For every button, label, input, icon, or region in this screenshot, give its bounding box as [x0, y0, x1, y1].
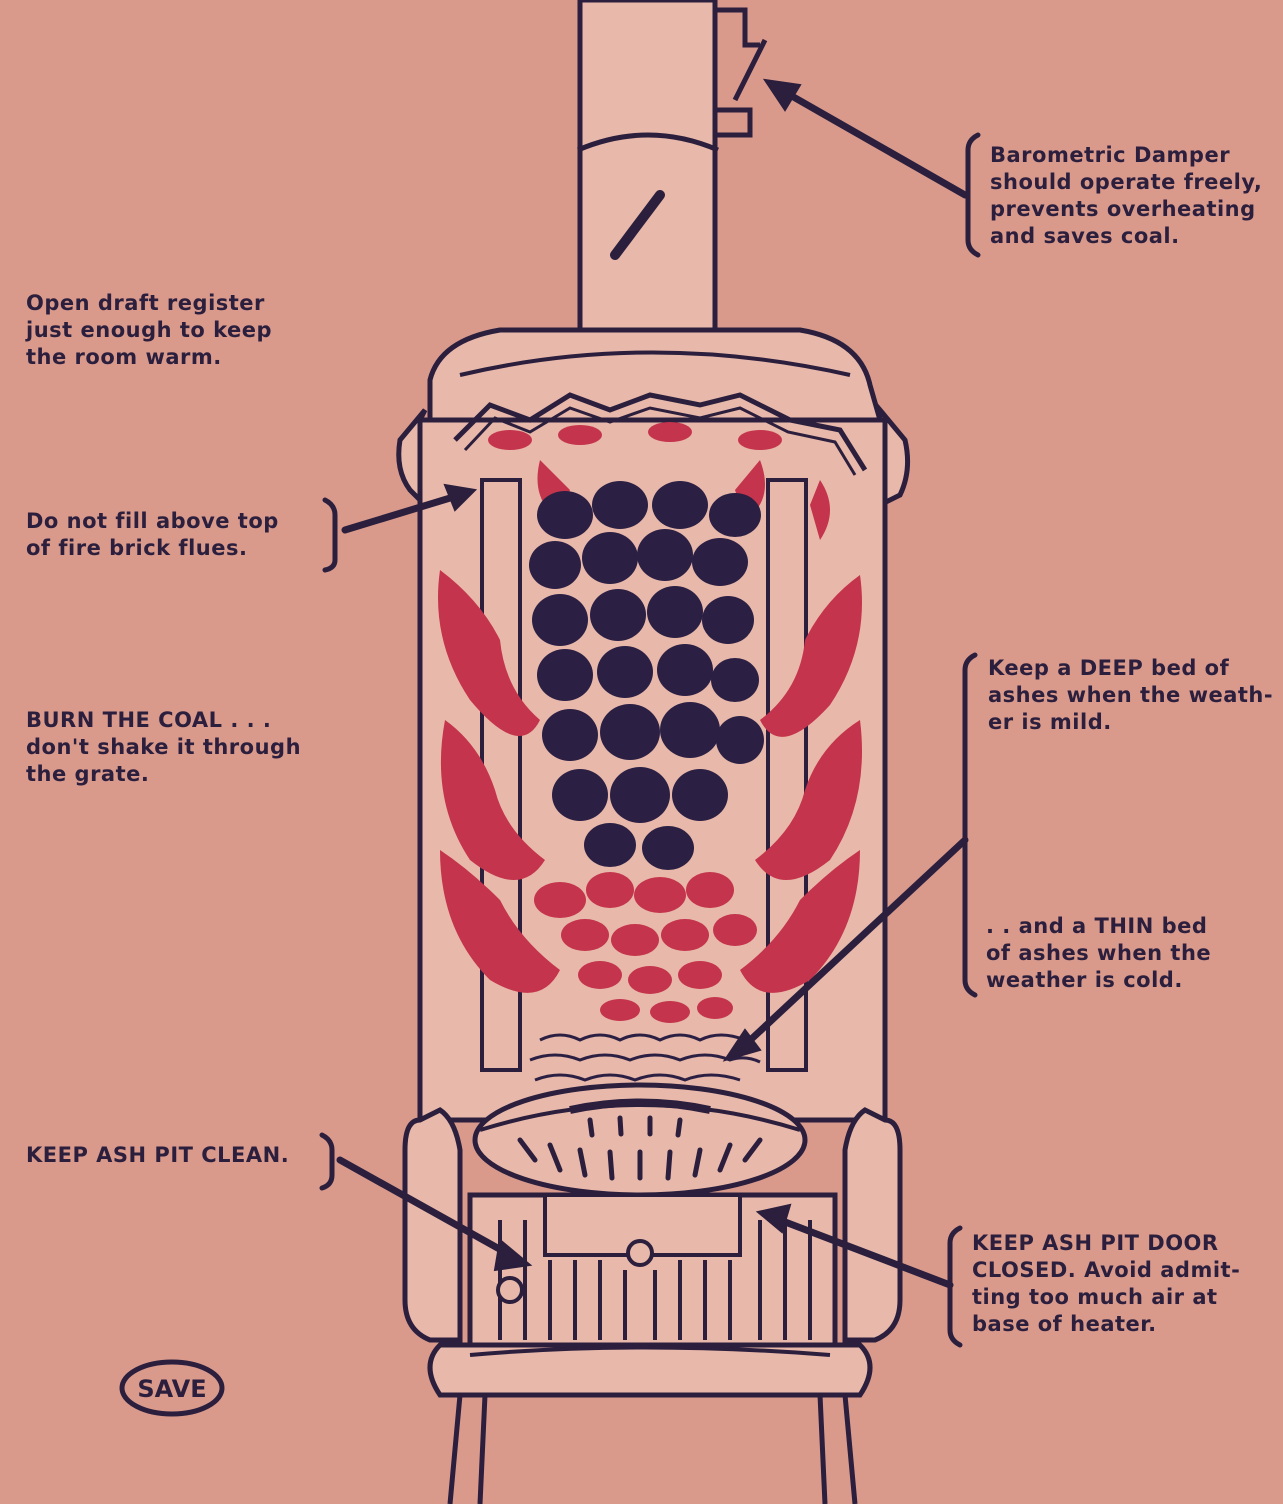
note-line: just enough to keep — [26, 317, 272, 344]
note-line: the room warm. — [26, 344, 272, 371]
thin-bed-note: . . and a THIN bed of ashes when the wea… — [986, 913, 1211, 994]
note-line: of fire brick flues. — [26, 535, 279, 562]
barometric-damper-note: Barometric Damper should operate freely,… — [990, 142, 1262, 250]
draft-register-note: Open draft register just enough to keep … — [26, 290, 272, 371]
save-logo-text: SAVE — [137, 1375, 206, 1403]
note-line: er is mild. — [988, 709, 1273, 736]
burn-coal-note: BURN THE COAL . . . don't shake it throu… — [26, 707, 301, 788]
fire-brick-note: Do not fill above top of fire brick flue… — [26, 508, 279, 562]
note-line: base of heater. — [972, 1311, 1240, 1338]
note-line: Barometric Damper — [990, 142, 1262, 169]
note-line: CLOSED. Avoid admit- — [972, 1257, 1240, 1284]
note-line: should operate freely, — [990, 169, 1262, 196]
grate — [475, 1085, 805, 1195]
note-line: weather is cold. — [986, 967, 1211, 994]
ash-pit-door-note: KEEP ASH PIT DOOR CLOSED. Avoid admit- t… — [972, 1230, 1240, 1338]
note-line: Do not fill above top — [26, 508, 279, 535]
deep-bed-note: Keep a DEEP bed of ashes when the weath-… — [988, 655, 1273, 736]
note-line: . . and a THIN bed — [986, 913, 1211, 940]
note-line: the grate. — [26, 761, 301, 788]
note-line: ting too much air at — [972, 1284, 1240, 1311]
note-line: prevents overheating — [990, 196, 1262, 223]
note-line: ashes when the weath- — [988, 682, 1273, 709]
ash-pit-clean-note: KEEP ASH PIT CLEAN. — [26, 1142, 289, 1169]
note-line: KEEP ASH PIT DOOR — [972, 1230, 1240, 1257]
note-line: BURN THE COAL . . . — [26, 707, 301, 734]
note-line: of ashes when the — [986, 940, 1211, 967]
note-line: Keep a DEEP bed of — [988, 655, 1273, 682]
note-line: Open draft register — [26, 290, 272, 317]
note-line: and saves coal. — [990, 223, 1262, 250]
note-line: don't shake it through — [26, 734, 301, 761]
note-line: KEEP ASH PIT CLEAN. — [26, 1142, 289, 1169]
